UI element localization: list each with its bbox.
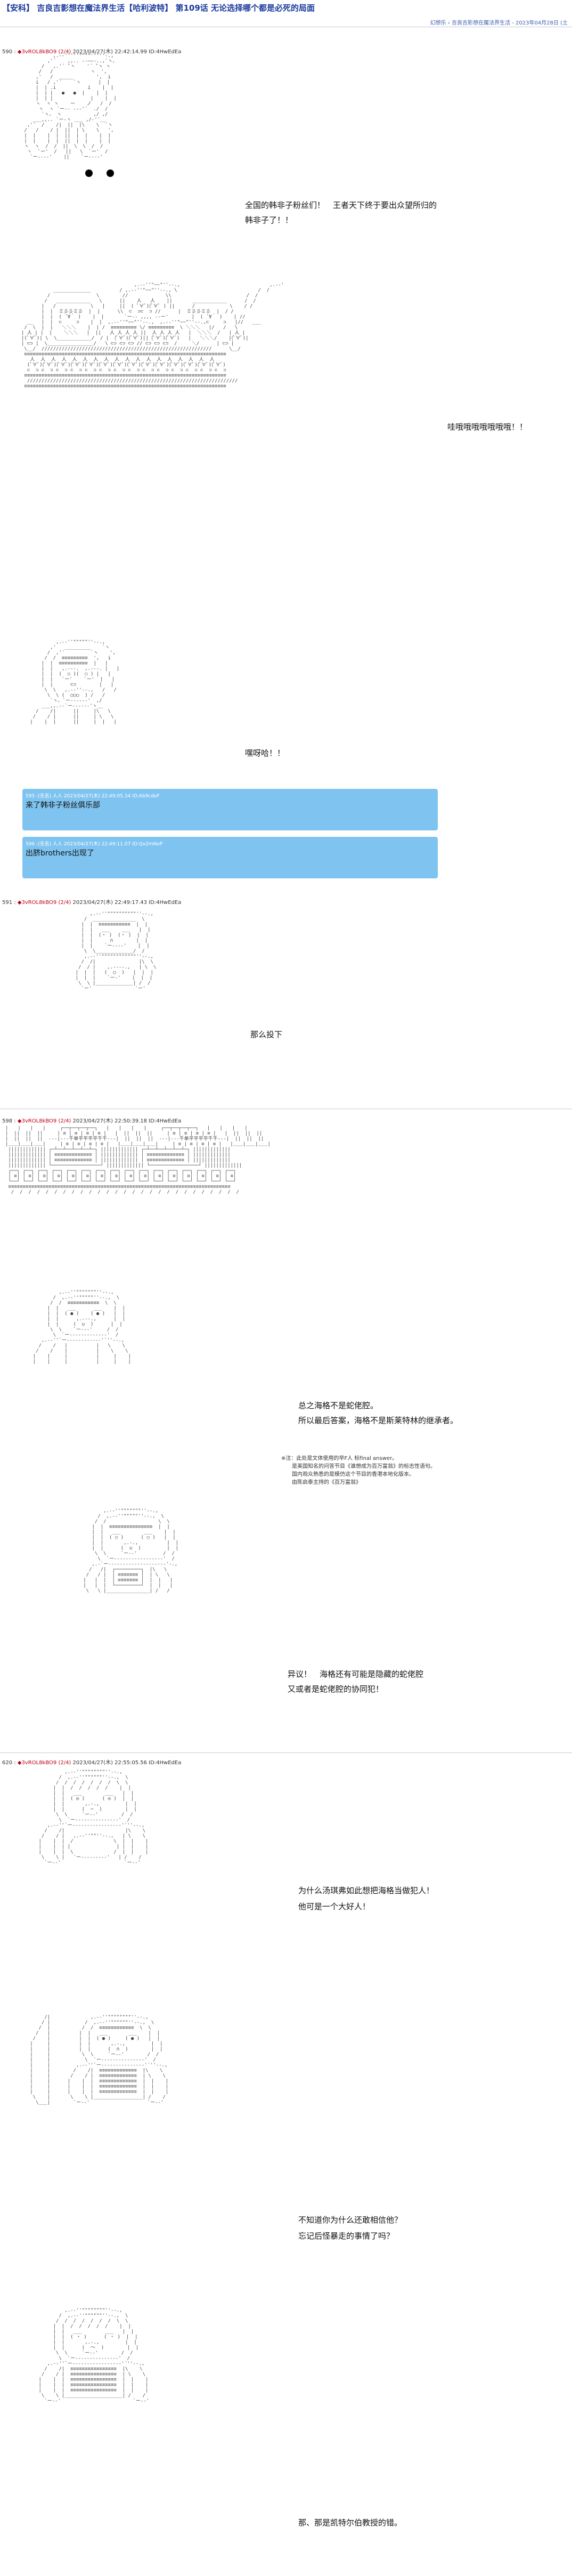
poster-name: ◆3vROL8kBO9 (2/4) <box>17 1760 71 1766</box>
translator-note: 由陈启泰主持的《百万富翁》 <box>281 1480 361 1485</box>
page-title: 【安科】 吉良吉影想在魔法界生活【哈利波特】 第109话 无论选择哪个都是必死的… <box>2 3 315 13</box>
post-number: 620 : <box>2 1760 16 1766</box>
post-header: 598 : ◆3vROL8kBO9 (2/4) 2023/04/27(木) 22… <box>2 1116 181 1124</box>
translator-note: 是美国知名的问答节目《谁想成为百万富翁》的标志性语句。 <box>281 1464 436 1469</box>
post-date: 2023/04/27(木) 22:49:17.43 ID:4HwEdEa <box>72 900 182 906</box>
translator-note: ※注：此处是文体使用的早F人 标final answer。 <box>281 1456 398 1461</box>
dialogue-line: 那、那是凯特尔伯教授的错。 <box>298 2518 403 2527</box>
dialogue-line: 全国的韩非子粉丝们！ 王者天下终于要出众望所归的 <box>245 200 437 210</box>
dialogue-line: 那么投下 <box>250 1030 283 1039</box>
ascii-art-character: ,.-‐''"""""""''‐-., / ,.-‐''"""""''‐-., … <box>83 1508 179 1594</box>
dialogue-line: 所以最后答案，海格不是斯莱特林的继承者。 <box>298 1416 459 1425</box>
ascii-art-stadium: |￣￣|￣￣|￣￣| ┌──┬──┬──┬──┐ |￣￣|￣￣|￣￣| ┌──┬… <box>5 1126 271 1195</box>
ascii-art-crowd: ,.-‐''"~~"''‐-., ,.-‐' _____________ / ,… <box>21 282 284 389</box>
dialogue-line: 哇哦哦哦哦哦哦哦！！ <box>447 422 528 432</box>
comment-meta: 595 :(无名) 人人 2023/04/27(木) 22:49:05.34 I… <box>26 794 160 799</box>
dialogue-line: 异议！ 海格还有可能是隐藏的蛇佬腔 <box>288 1669 424 1679</box>
translator-note: 国内观众熟悉的是模仿这个节目的香港本地化版本。 <box>281 1472 414 1477</box>
dialogue-line: 总之海格不是蛇佬腔。 <box>298 1401 379 1410</box>
ascii-art-character: ,.-‐''"""""""''‐-., / ,.-‐''"""""''‐-., … <box>32 1290 131 1364</box>
post-number: 590 : <box>2 49 16 55</box>
poster-name: ◆3vROL8kBO9 (2/4) <box>17 49 71 55</box>
post-number: 598 : <box>2 1118 16 1124</box>
dialogue-line: 他可是一个大好人！ <box>298 1902 371 1911</box>
dialogue-line: 忘记后怪暴走的事情了吗？ <box>298 2231 395 2241</box>
dialogue-line: 不知道你为什么还敢相信他？ <box>298 2215 403 2225</box>
ascii-art-character: /| ,.-‐''""""""""''‐-., / | / ,.-‐''""""… <box>30 2015 169 2105</box>
ascii-art-character: ,.-‐''"""""''‐-., ,' _________ `ヽ / ,'´ … <box>30 640 120 725</box>
ascii-art-character: ,.-‐''""""""""""''‐-., / _______________… <box>75 911 157 991</box>
ascii-art-character: ,.-‐'''''""""'''''-., ,'´ ,,.. --――-..,`… <box>24 53 118 160</box>
post-header: 590 : ◆3vROL8kBO9 (2/4) 2023/04/27(木) 22… <box>2 47 181 55</box>
post-header: 591 : ◆3vROL8kBO9 (2/4) 2023/04/27(木) 22… <box>2 898 181 906</box>
dialogue-line: 韩非子了！！ <box>245 215 293 225</box>
post-date: 2023/04/27(木) 22:42:14.99 ID:4HwEdEa <box>72 49 182 55</box>
ascii-art-character: ,.-‐''""""""""''‐-., / ,.-‐''""""""''‐-.… <box>38 2308 150 2404</box>
post-number: 591 : <box>2 900 16 906</box>
eye-dot-icon <box>107 169 114 177</box>
post-date: 2023/04/27(木) 22:50:39.18 ID:4HwEdEa <box>72 1118 182 1124</box>
poster-name: ◆3vROL8kBO9 (2/4) <box>17 900 71 906</box>
poster-name: ◆3vROL8kBO9 (2/4) <box>17 1118 71 1124</box>
dialogue-line: 嘿呀哈！！ <box>245 748 285 758</box>
post-date: 2023/04/27(木) 22:55:05.56 ID:4HwEdEa <box>72 1760 182 1766</box>
post-header: 620 : ◆3vROL8kBO9 (2/4) 2023/04/27(木) 22… <box>2 1758 181 1766</box>
dialogue-line: 为什么汤琪弗如此想把海格当做犯人！ <box>298 1886 435 1895</box>
comment-meta: 596 :(无名) 人人 2023/04/27(木) 22:49:11.07 I… <box>26 842 163 847</box>
breadcrumb[interactable]: 幻想乐 › 吉良吉影想在魔法界生活 - 2023年04月28日 (土 <box>430 20 568 26</box>
reader-comment: 596 :(无名) 人人 2023/04/27(木) 22:49:11.07 I… <box>22 837 438 878</box>
eye-dot-icon <box>85 169 93 177</box>
comment-text: 出脐brothers出现了 <box>26 849 94 858</box>
ascii-art-character: ,.-‐''""""""""''‐-., / ,.-‐''""""""''‐-.… <box>38 1770 149 1866</box>
comment-text: 来了韩非子粉丝俱乐部 <box>26 801 100 810</box>
dialogue-line: 又或者是蛇佬腔的协同犯！ <box>288 1684 384 1694</box>
reader-comment: 595 :(无名) 人人 2023/04/27(木) 22:49:05.34 I… <box>22 789 438 830</box>
